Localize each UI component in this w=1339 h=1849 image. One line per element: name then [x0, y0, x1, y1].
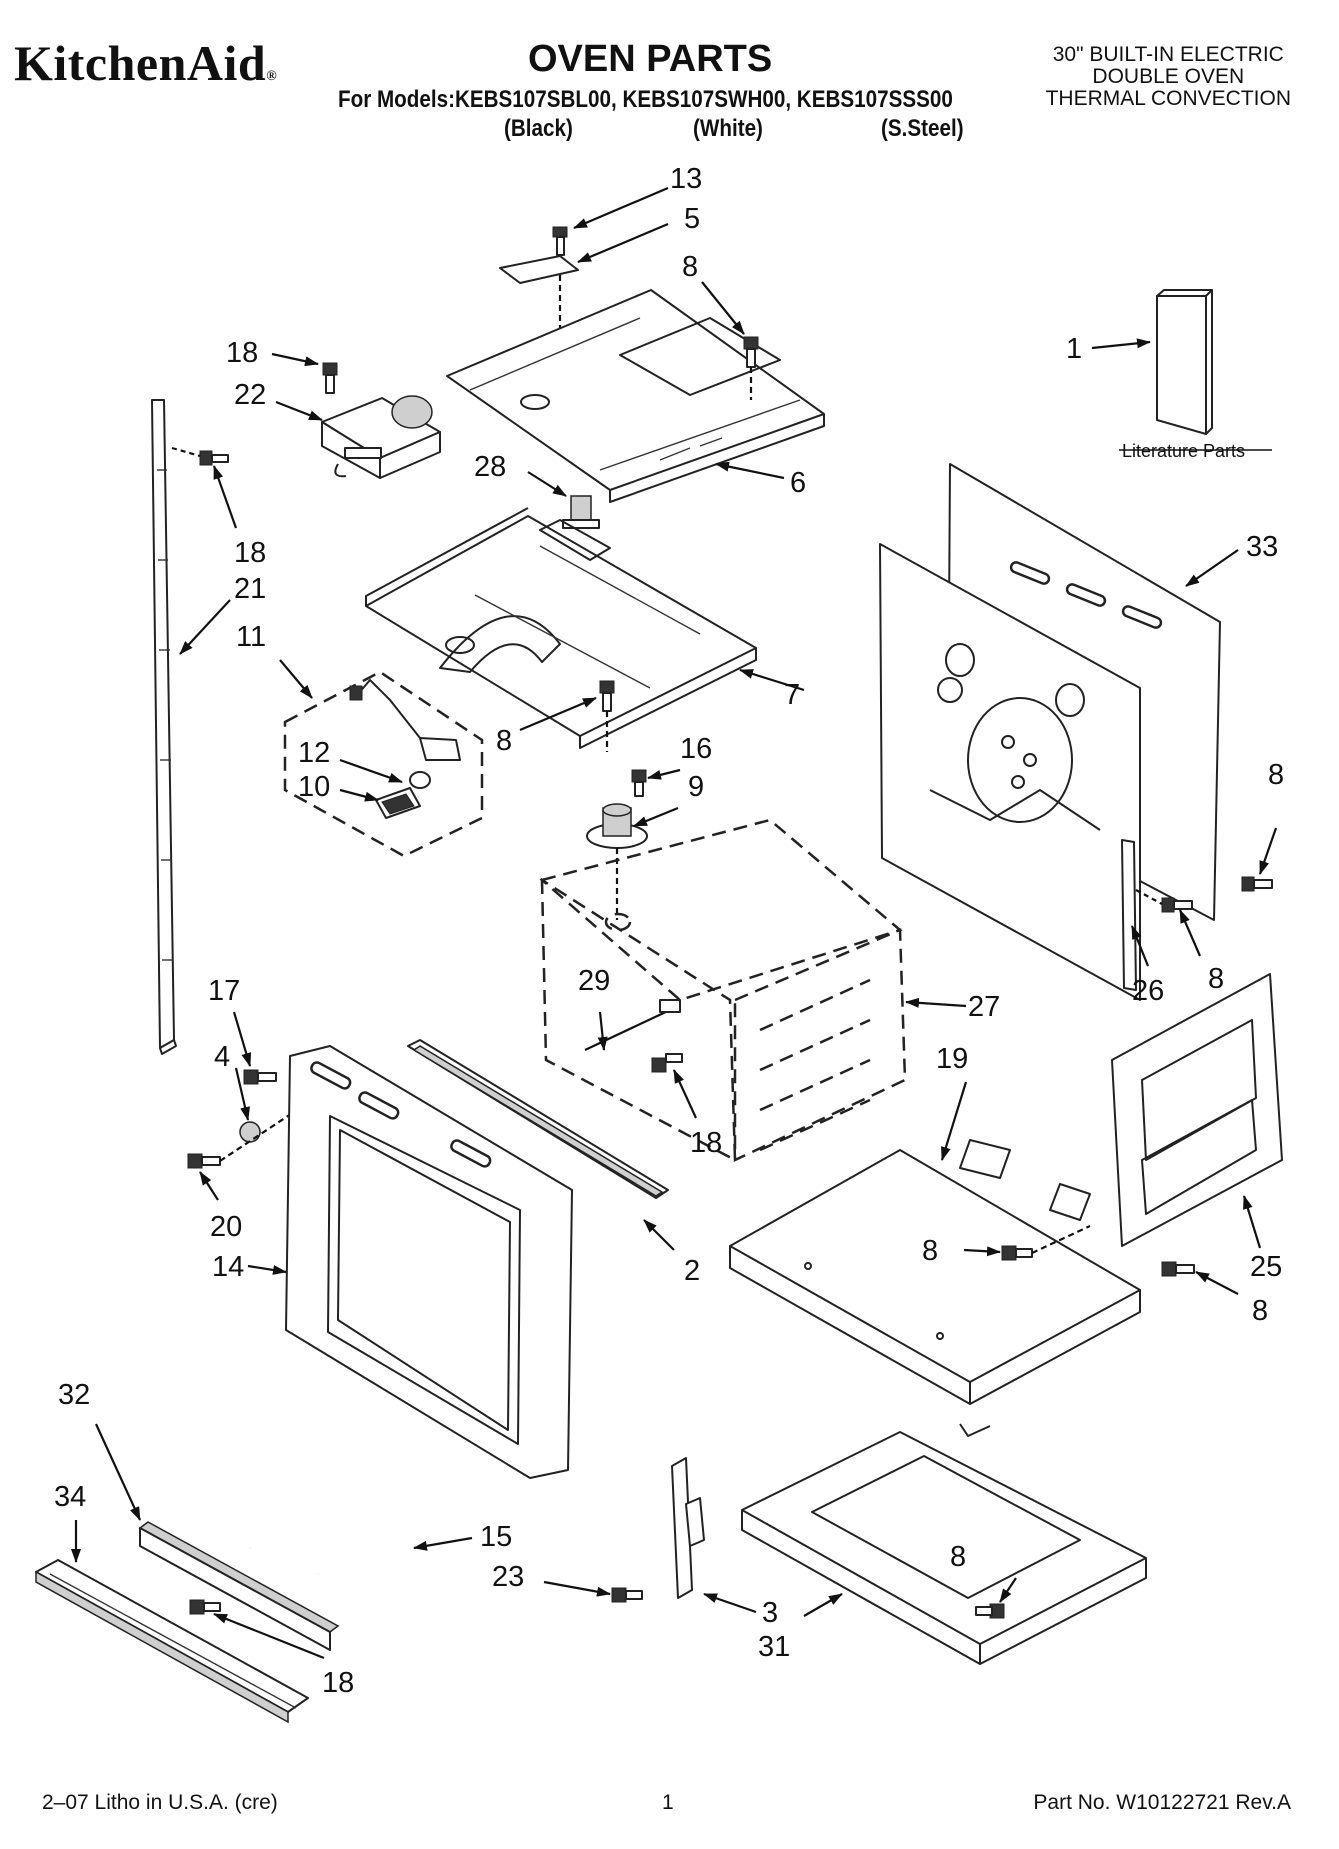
- part-rail-26: [1121, 839, 1137, 991]
- part-oven-top-plate-7: [365, 507, 757, 749]
- callout-10: 10: [298, 771, 330, 803]
- callout-9: 9: [688, 771, 704, 803]
- part-screw-13: [552, 226, 568, 395]
- footer-part-number: Part No. W10122721 Rev.A: [1033, 1791, 1291, 1814]
- callout-19: 19: [936, 1043, 968, 1075]
- part-screw-18-top: [322, 362, 338, 394]
- part-screw-17: [243, 1069, 277, 1085]
- callout-1: 1: [1066, 333, 1082, 365]
- brand-name: KitchenAid: [14, 35, 267, 91]
- part-oven-cavity-27: [539, 818, 907, 1163]
- part-gasket-15: [173, 1297, 409, 1577]
- leader-lines: [71, 186, 1278, 1660]
- part-lower-tray-31: [741, 1423, 1147, 1665]
- callout-7: 7: [784, 679, 800, 711]
- variant-black: (Black): [504, 115, 573, 142]
- part-screw-8-right-a: [1241, 876, 1273, 892]
- footer-litho: 2–07 Litho in U.S.A. (cre): [42, 1791, 278, 1814]
- callout-31: 31: [758, 1631, 790, 1663]
- part-screw-18-trim: [171, 446, 229, 466]
- part-screw-16: [631, 769, 647, 797]
- callout-28: 28: [474, 451, 506, 483]
- part-top-panel-6: [446, 289, 825, 503]
- page-title: OVEN PARTS: [528, 38, 773, 80]
- part-screw-20: [187, 1107, 301, 1169]
- callout-12: 12: [298, 737, 330, 769]
- callout-29: 29: [578, 965, 610, 997]
- callout-8: 8: [1252, 1295, 1268, 1327]
- part-bracket-3: [671, 1457, 705, 1599]
- callout-labels: 13 5 8 18 22 1 28 6 18 21 33 11 7 8 12 1…: [54, 163, 1284, 1699]
- callout-14: 14: [212, 1251, 244, 1283]
- part-trim-strip-21: [151, 399, 177, 1055]
- callout-23: 23: [492, 1561, 524, 1593]
- part-rear-panel-33: [879, 463, 1221, 1001]
- callout-4: 4: [214, 1041, 230, 1073]
- callout-20: 20: [210, 1211, 242, 1243]
- part-vent-grill-34: [35, 1559, 309, 1724]
- part-trim-bar-2: [407, 1039, 669, 1199]
- callout-8: 8: [950, 1541, 966, 1573]
- callout-8: 8: [682, 251, 698, 283]
- product-description: 30" BUILT-IN ELECTRIC DOUBLE OVEN THERMA…: [1046, 44, 1291, 110]
- variant-white: (White): [693, 115, 763, 142]
- part-screw-23: [611, 1587, 643, 1603]
- part-screw-8-right-b: [1135, 889, 1193, 913]
- part-probe-29: [584, 999, 681, 1051]
- part-front-frame-14: [285, 1045, 573, 1479]
- part-screw-8-bottom: [1001, 1225, 1091, 1261]
- callout-26: 26: [1132, 975, 1164, 1007]
- callout-3: 3: [762, 1597, 778, 1629]
- callout-5: 5: [684, 203, 700, 235]
- registered-mark: ®: [266, 69, 278, 84]
- footer-page-number: 1: [662, 1791, 674, 1814]
- callout-8: 8: [922, 1235, 938, 1267]
- variant-steel: (S.Steel): [881, 115, 964, 142]
- part-spacer-4: [239, 1121, 261, 1143]
- part-screw-8-center: [599, 680, 615, 752]
- part-convection-motor-9: [586, 803, 648, 920]
- part-light-kit-11: [283, 670, 484, 858]
- callout-33: 33: [1246, 531, 1278, 563]
- product-line-3: THERMAL CONVECTION: [1045, 87, 1291, 110]
- callout-6: 6: [790, 467, 806, 499]
- literature-parts-label: Literature Parts: [1122, 441, 1245, 461]
- callout-17: 17: [208, 975, 240, 1007]
- callout-16: 16: [680, 733, 712, 765]
- part-thermostat-28: [562, 495, 600, 529]
- part-screw-18-bottom: [189, 1599, 221, 1615]
- callout-2: 2: [684, 1255, 700, 1287]
- callout-22: 22: [234, 379, 266, 411]
- models-line: For Models:KEBS107SBL00, KEBS107SWH00, K…: [338, 86, 953, 113]
- callout-18: 18: [322, 1667, 354, 1699]
- callout-8: 8: [1268, 759, 1284, 791]
- part-insulation-strip-32: [138, 1521, 340, 1651]
- brand-logo: KitchenAid®: [14, 38, 277, 88]
- part-screw-8-top: [743, 336, 759, 400]
- part-bracket-5: [499, 255, 579, 284]
- callout-18: 18: [226, 337, 258, 369]
- part-screw-8-side: [1161, 1261, 1195, 1277]
- part-side-panel-25: [1111, 973, 1283, 1247]
- part-screw-8-tray: [975, 1603, 1005, 1619]
- product-line-2: DOUBLE OVEN: [1092, 65, 1245, 88]
- callout-34: 34: [54, 1481, 86, 1513]
- callout-27: 27: [968, 991, 1000, 1023]
- part-bottom-panel-19: [729, 1139, 1141, 1405]
- callout-32: 32: [58, 1379, 90, 1411]
- callout-21: 21: [234, 573, 266, 605]
- callout-8: 8: [1208, 963, 1224, 995]
- callout-25: 25: [1250, 1251, 1282, 1283]
- part-latch-assembly-22: [321, 395, 441, 479]
- product-line-1: 30" BUILT-IN ELECTRIC: [1052, 43, 1284, 66]
- callout-11: 11: [236, 621, 266, 653]
- part-literature-booklet: [1156, 289, 1213, 435]
- callout-18: 18: [234, 537, 266, 569]
- part-screw-18-cavity: [651, 1053, 683, 1073]
- callout-8: 8: [496, 725, 512, 757]
- callout-13: 13: [670, 163, 702, 195]
- callout-15: 15: [480, 1521, 512, 1553]
- callout-18: 18: [690, 1127, 722, 1159]
